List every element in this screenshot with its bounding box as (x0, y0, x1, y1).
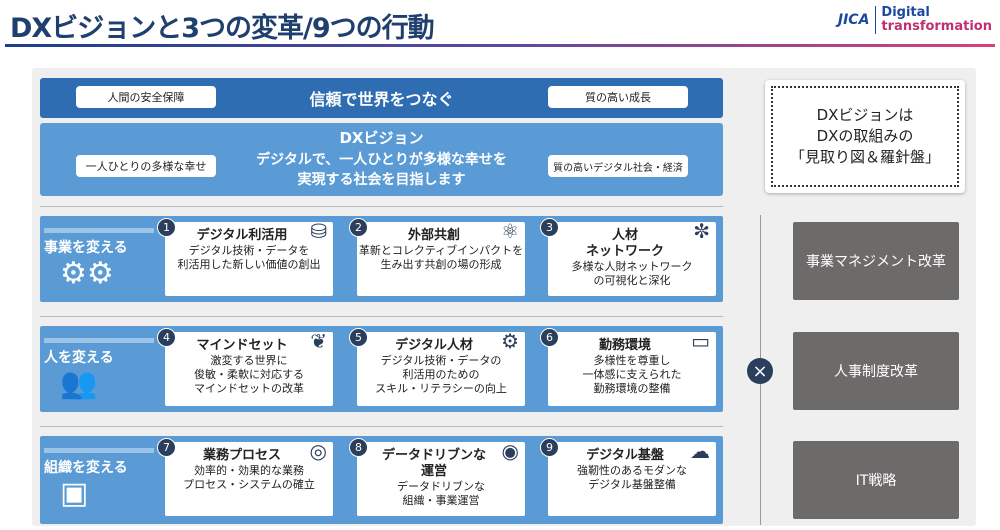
database-search-icon: ⛁ (310, 219, 327, 243)
card-desc: 多様な人財ネットワーク (571, 260, 693, 273)
row-label: 事業を変える (44, 228, 154, 257)
action-number: 3 (540, 218, 559, 237)
action-card: マインドセット 激変する世界に俊敏・柔軟に対応するマインドセットの改革 ❦ (165, 329, 333, 406)
action-card: デジタル利活用 デジタル技術・データを利活用した新しい価値の創出 ⛁ (165, 219, 333, 296)
action-number: 9 (540, 438, 559, 457)
card-desc: デジタル技術・データの (380, 354, 502, 367)
card-desc: 激変する世界に (210, 354, 288, 367)
note-line1: DXビジョンは (816, 106, 914, 124)
action-number: 8 (349, 438, 368, 457)
brain-icon: ❦ (310, 329, 327, 353)
card-desc: 勤務環境の整備 (593, 382, 671, 395)
reform-box: 事業マネジメント改革 (793, 222, 959, 300)
pill-quality-growth: 質の高い成長 (548, 86, 688, 108)
row-icon: ▣ (60, 476, 89, 511)
card-title: デジタル利活用 (196, 228, 288, 243)
page-title: DXビジョンと3つの変革/9つの行動 (10, 13, 435, 44)
card-desc: 効率的・効果的な業務 (194, 464, 304, 477)
atom-icon: ⚛ (501, 219, 519, 243)
card-desc: 利活用した新しい価値の創出 (177, 258, 321, 271)
card-desc: デジタル技術・データを (188, 244, 310, 257)
cloud-server-icon: ☁ (690, 439, 710, 463)
action-card: 外部共創 革新とコレクティブインパクトを生み出す共創の場の形成 ⚛ (357, 219, 525, 296)
vision-title: DXビジョン (339, 129, 424, 147)
action-card: デジタル基盤 強靭性のあるモダンなデジタル基盤整備 ☁ (548, 439, 716, 516)
logo-line2: transformation (881, 19, 992, 34)
card-desc: マインドセットの改革 (194, 382, 304, 395)
note-line2: DXの取組みの (816, 127, 914, 145)
pill-human-security: 人間の安全保障 (76, 86, 216, 108)
card-title: デジタル基盤 (586, 448, 664, 463)
card-title: 外部共創 (407, 228, 460, 243)
divider (40, 206, 723, 207)
action-card: 勤務環境 多様性を尊重し一体感に支えられた勤務環境の整備 ▭ (548, 329, 716, 406)
card-desc: 利活用のための (402, 368, 480, 381)
target-check-icon: ◎ (309, 439, 327, 463)
times-icon: × (747, 358, 773, 384)
action-number: 2 (349, 218, 368, 237)
card-title: 勤務環境 (598, 338, 651, 353)
divider (40, 316, 723, 317)
vision-bar: DXビジョン 一人ひとりの多様な幸せ デジタルで、一人ひとりが多様な幸せを実現す… (40, 123, 723, 196)
card-desc: スキル・リテラシーの向上 (375, 382, 507, 395)
network-icon: ✼ (693, 219, 710, 243)
card-desc: データドリブンな (397, 480, 485, 493)
row-label: 組織を変える (44, 448, 154, 477)
action-number: 5 (349, 328, 368, 347)
data-head-icon: ◉ (501, 439, 519, 463)
divider (40, 426, 723, 427)
action-card: 人材 ネットワーク 多様な人財ネットワークの可視化と深化 ✼ (548, 219, 716, 296)
vision-note: DXビジョンは DXの取組みの 「見取り図＆羅針盤」 (765, 80, 965, 193)
card-desc: 革新とコレクティブインパクトを (358, 244, 524, 257)
row-icon: ⚙⚙ (60, 256, 114, 291)
card-desc: 俊敏・柔軟に対応する (194, 368, 304, 381)
card-title: 業務プロセス (202, 448, 281, 463)
laptop-icon: ▭ (691, 329, 710, 353)
mission-text: 信頼で世界をつなぐ (309, 90, 454, 109)
action-card: データドリブンな 運営 データドリブンな組織・事業運営 ◉ (357, 439, 525, 516)
card-desc: デジタル基盤整備 (588, 478, 676, 491)
reform-box: 人事制度改革 (793, 332, 959, 410)
card-title: マインドセット (196, 338, 288, 353)
title-rule (5, 44, 995, 47)
card-desc: 一体感に支えられた (582, 368, 682, 381)
card-desc: の可視化と深化 (593, 274, 671, 287)
card-title: データドリブンな 運営 (381, 448, 486, 479)
card-desc: 多様性を尊重し (593, 354, 671, 367)
row-icon: 👥 (60, 366, 98, 401)
digital-talent-icon: ⚙ (501, 329, 519, 353)
action-card: デジタル人材 デジタル技術・データの利活用のためのスキル・リテラシーの向上 ⚙ (357, 329, 525, 406)
pill-happiness: 一人ひとりの多様な幸せ (76, 155, 216, 177)
card-desc: 強靭性のあるモダンな (577, 464, 687, 477)
jica-logo: JICA (837, 12, 870, 28)
pill-digital-society: 質の高いデジタル社会・経済 (548, 155, 688, 177)
reform-box: IT戦略 (793, 441, 959, 519)
row-label: 人を変える (44, 338, 154, 367)
action-card: 業務プロセス 効率的・効果的な業務プロセス・システムの確立 ◎ (165, 439, 333, 516)
mission-bar: 人間の安全保障 信頼で世界をつなぐ 質の高い成長 (40, 78, 723, 118)
logo-line1: Digital (881, 5, 930, 20)
action-number: 4 (157, 328, 176, 347)
card-desc: 生み出す共創の場の形成 (380, 258, 502, 271)
vision-line1: デジタルで、一人ひとりが多様な幸せを (256, 152, 507, 168)
vision-line2: 実現する社会を目指します (297, 172, 466, 188)
action-number: 7 (157, 438, 176, 457)
action-number: 6 (540, 328, 559, 347)
card-desc: 組織・事業運営 (402, 494, 480, 507)
card-desc: プロセス・システムの確立 (183, 478, 315, 491)
card-title: デジタル人材 (395, 338, 473, 353)
note-line3: 「見取り図＆羅針盤」 (789, 148, 940, 166)
action-number: 1 (157, 218, 176, 237)
card-title: 人材 ネットワーク (585, 228, 664, 259)
